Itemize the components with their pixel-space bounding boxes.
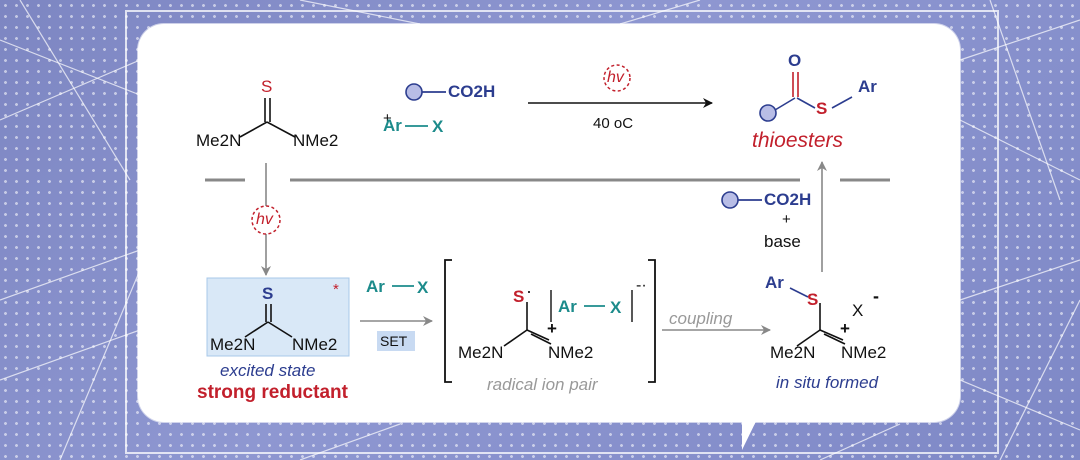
- light-circle-down: [251, 205, 281, 235]
- radical-aryl: Ar: [558, 297, 577, 316]
- set-label: SET: [380, 333, 408, 349]
- aryl-label: Ar: [383, 116, 402, 135]
- acid-label: CO2H: [448, 82, 496, 101]
- excited-right-amine: NMe2: [292, 335, 338, 354]
- intermediate-right-amine: NMe2: [841, 343, 887, 362]
- radical-plus: +: [547, 319, 557, 338]
- radical-dot: ·: [526, 281, 532, 301]
- excited-star: *: [333, 281, 339, 298]
- intermediate-minus: -: [873, 286, 879, 306]
- product-name: thioesters: [752, 129, 844, 152]
- base-acid-label: CO2H: [764, 190, 812, 209]
- radical-pair-label: radical ion pair: [487, 375, 598, 394]
- light-circle-top: [603, 64, 631, 92]
- callout-tail: [742, 405, 764, 450]
- set-halide: X: [417, 278, 429, 297]
- excited-sulfur: S: [262, 284, 274, 303]
- radical-halide: X: [610, 298, 622, 317]
- product-aryl: Ar: [858, 77, 877, 96]
- intermediate-counterion: X: [852, 301, 864, 320]
- strong-reductant-label: strong reductant: [197, 382, 348, 403]
- intermediate-left-amine: Me2N: [770, 343, 816, 362]
- intermediate-sulfur: S: [807, 290, 819, 309]
- in-situ-label: in situ formed: [776, 373, 879, 392]
- set-aryl: Ar: [366, 277, 385, 296]
- thiourea-left-amine: Me2N: [196, 132, 241, 149]
- excited-state-box: [206, 277, 350, 357]
- radical-anion-charge: -·: [636, 277, 647, 294]
- thiourea-sulfur: S: [261, 77, 273, 96]
- carboxylic-acid-structure: [405, 83, 446, 127]
- set-box: [377, 331, 415, 351]
- radical-right-amine: NMe2: [548, 343, 594, 362]
- product-sulfur: S: [816, 99, 828, 118]
- base-label: base: [764, 232, 801, 251]
- radical-minus: -: [636, 277, 642, 294]
- base-plus: +: [782, 211, 791, 228]
- thiourea-left-text: Me2N: [196, 131, 242, 150]
- thioester-structure: [759, 72, 853, 122]
- intermediate-plus: +: [840, 319, 850, 338]
- radical-pair-brackets: [444, 259, 656, 383]
- plus-sign: +: [383, 110, 392, 127]
- temperature-label: 40 oC: [593, 115, 634, 132]
- thiourea-structure: [239, 98, 296, 138]
- excited-left-amine: Me2N: [210, 335, 256, 354]
- light-label-top: hv: [607, 69, 624, 86]
- coupling-label: coupling: [669, 309, 733, 328]
- product-oxygen: O: [788, 51, 802, 70]
- radical-left-amine: Me2N: [458, 343, 504, 362]
- intermediate-aryl: Ar: [765, 273, 784, 292]
- halide-label: X: [432, 117, 444, 136]
- base-acid-structure: [721, 191, 762, 209]
- radical-sulfur: S: [513, 287, 525, 306]
- thiourea-right-amine: NMe2: [293, 131, 339, 150]
- light-label-down: hv: [256, 211, 273, 228]
- white-frame: [125, 10, 999, 454]
- excited-state-label: excited state: [220, 361, 316, 380]
